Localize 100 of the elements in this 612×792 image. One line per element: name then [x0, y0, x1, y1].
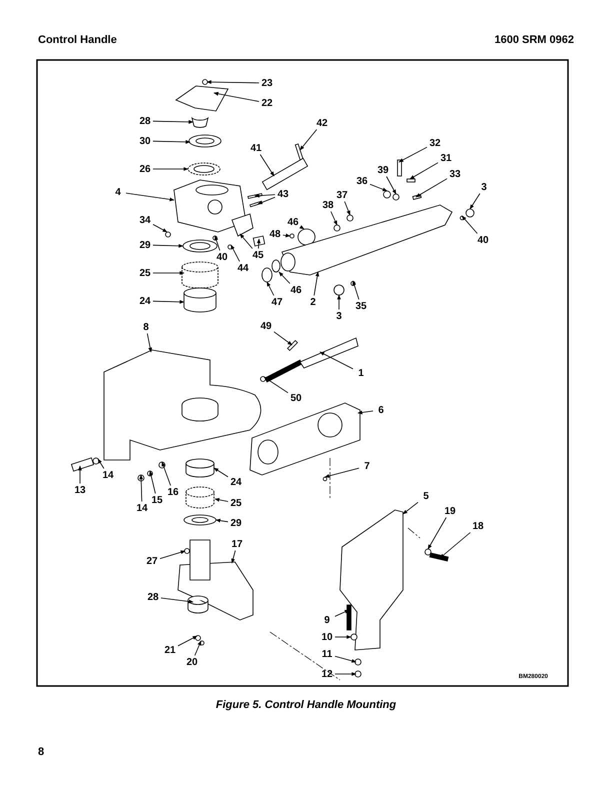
callout-number: 40 — [476, 234, 490, 246]
washer — [412, 194, 422, 200]
callout-number: 32 — [428, 138, 442, 148]
callout-number: 22 — [260, 98, 274, 108]
leader-line — [149, 470, 156, 494]
callout-number: 10 — [320, 632, 334, 642]
leader-line — [334, 610, 350, 617]
figure-caption: Figure 5. Control Handle Mounting — [216, 699, 396, 711]
leader-line — [178, 636, 198, 646]
leader-line — [152, 167, 188, 171]
nut — [158, 462, 166, 468]
leader-line — [462, 216, 478, 234]
nut — [392, 194, 400, 200]
roller-bearing — [186, 486, 214, 508]
callout-number: 49 — [259, 320, 273, 332]
callout-number: 3 — [477, 182, 491, 192]
nut — [346, 214, 354, 222]
bolt — [429, 552, 449, 562]
leader-line — [152, 224, 168, 232]
callout-number: 7 — [360, 460, 374, 472]
callout-number: 28 — [146, 592, 160, 602]
leader-line — [240, 234, 253, 249]
leader-line — [416, 178, 448, 198]
callout-number: 20 — [185, 656, 199, 668]
leader-line — [214, 92, 260, 102]
callout-number: 19 — [443, 506, 457, 516]
callout-number: 16 — [166, 486, 180, 498]
washer — [406, 178, 416, 182]
thrust-washer — [182, 240, 218, 252]
bolt — [346, 604, 352, 630]
pin — [290, 234, 294, 238]
leader-line — [78, 466, 82, 484]
callout-number: 13 — [73, 484, 87, 496]
leader-line — [139, 474, 144, 502]
callout-number: 11 — [320, 648, 334, 660]
leader-line — [162, 462, 171, 486]
callout-number: 42 — [315, 118, 329, 128]
leader-line — [216, 518, 228, 523]
pin — [228, 244, 232, 250]
leader-line — [152, 300, 184, 304]
callout-number: 26 — [138, 164, 152, 174]
handle-housing — [174, 180, 246, 232]
leader-line — [324, 468, 360, 478]
leader-line — [358, 410, 374, 414]
callout-number: 29 — [138, 240, 152, 250]
bracket — [231, 213, 254, 237]
leader-line — [214, 236, 220, 251]
callout-number: 18 — [471, 520, 485, 532]
washer — [92, 458, 100, 464]
leader-line — [258, 196, 276, 204]
leader-line — [370, 184, 388, 192]
callout-number: 6 — [374, 404, 388, 416]
bearing-cap — [188, 596, 208, 614]
washer — [350, 634, 358, 640]
leader-line — [320, 352, 354, 370]
roller-bearing — [182, 262, 218, 288]
callout-number: 40 — [215, 252, 229, 262]
leader-line — [352, 280, 360, 300]
screw — [397, 160, 402, 176]
callout-number: 23 — [260, 78, 274, 88]
callout-number: 24 — [229, 476, 243, 488]
leader-line — [152, 120, 194, 124]
callout-number: 30 — [138, 136, 152, 146]
nut — [354, 670, 362, 678]
screw — [202, 79, 208, 85]
callout-number: 38 — [321, 200, 335, 210]
callout-number: 34 — [138, 214, 152, 226]
leader-line — [314, 272, 320, 296]
roller-bearing — [188, 162, 220, 176]
callout-number: 44 — [236, 262, 250, 274]
leader-line — [254, 194, 276, 198]
leader-line — [152, 271, 184, 275]
callout-number: 27 — [145, 556, 159, 566]
leader-line — [214, 468, 228, 478]
leader-line — [260, 154, 274, 176]
callout-number: 45 — [251, 250, 265, 260]
bearing-cap — [192, 118, 208, 128]
leader-line — [300, 129, 318, 150]
leader-line — [402, 502, 418, 514]
callout-number: 31 — [439, 152, 453, 164]
leader-line — [440, 532, 471, 558]
bolt — [70, 457, 94, 472]
callout-number: 41 — [249, 142, 263, 154]
washer — [262, 268, 272, 282]
leader-line — [152, 244, 184, 248]
callout-number: 21 — [163, 644, 177, 656]
pin — [460, 216, 464, 220]
bushing — [272, 260, 280, 272]
callout-number: 28 — [138, 116, 152, 126]
callout-number: 48 — [268, 228, 282, 240]
callout-number: 33 — [448, 168, 462, 180]
leader-line — [334, 656, 356, 663]
callout-number: 3 — [332, 310, 346, 322]
callout-number: 37 — [335, 190, 349, 200]
pin — [212, 236, 218, 240]
leader-line — [194, 640, 202, 656]
thrust-washer — [184, 514, 216, 526]
callout-number: 1 — [354, 368, 368, 378]
gas-spring — [264, 337, 358, 383]
clip — [252, 236, 266, 246]
